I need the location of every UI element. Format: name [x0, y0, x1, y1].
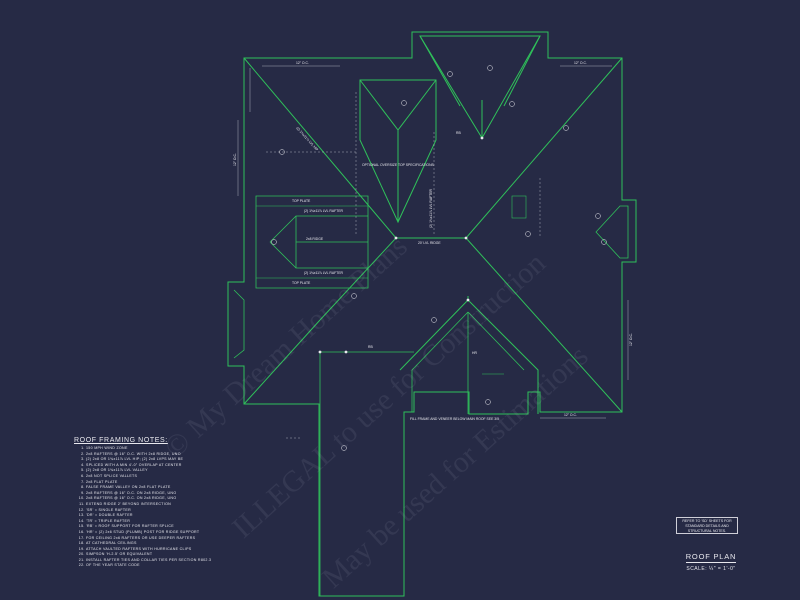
note-item: FOR CEILING 2x6 RAFTERS OR USE DEEPER RA… — [86, 536, 304, 542]
label-lvl-rafter: (2) 1¾x11⅞ LVL RAFTER — [429, 189, 433, 228]
dim-left-side: 12" O.C. — [233, 153, 237, 166]
roof-framing-notes: ROOF FRAMING NOTES: 150 MPH WIND ZONE2x8… — [74, 437, 304, 569]
label-fill-frame: FILL FRAME AND VENEER BELOW MAIN ROOF SE… — [410, 417, 499, 421]
label-rb: RB — [456, 131, 461, 135]
chimney-box — [511, 195, 527, 219]
note-item: 2x8 NOT SPLICE VALLETS — [86, 474, 304, 480]
gable-top-right — [419, 35, 541, 139]
note-item: ATTACH VAULTED RAFTERS WITH HURRICANE CL… — [86, 547, 304, 553]
note-item: 'SR' = SINGLE RAFTER — [86, 508, 304, 514]
note-item: SPLICED WITH A MIN 4'-0" OVERLAP AT CENT… — [86, 463, 304, 469]
note-item: 2x8 RAFTERS @ 16" O.C. ON 2x8 RIDGE, UNO — [86, 496, 304, 502]
note-item: EXTEND RIDGE 2' BEYOND INTERSECTION — [86, 502, 304, 508]
dim-left-top: 12" O.C. — [296, 61, 309, 65]
hip-line — [465, 57, 623, 239]
dim-right-top: 12" O.C. — [574, 61, 587, 65]
note-item: 'DR' = DOUBLE RAFTER — [86, 513, 304, 519]
label-overframe: OPTIONAL OVERSIZE TOP SPECIFICATIONS — [362, 163, 435, 167]
label-rb-2: RB — [368, 345, 373, 349]
hip-line — [465, 237, 623, 413]
dim-right-side: 12" O.C. — [629, 333, 633, 346]
label-top-plate-upper: TOP PLATE — [292, 199, 311, 203]
note-item: SIMPSON 'H-2.5' OR EQUIVALENT — [86, 552, 304, 558]
label-hr: HR — [472, 351, 477, 355]
reference-note: REFER TO 'SD' SHEETS FOR STANDARD DETAIL… — [676, 517, 738, 534]
label-lvl-rafter-upper: (2) 1¾x11⅞ LVL RAFTER — [304, 209, 343, 213]
note-item: 'RB' = ROOF SUPPORT FOR RAFTER SPLICE — [86, 524, 304, 530]
hip-line — [243, 57, 397, 239]
hip-line — [319, 237, 397, 321]
roof-outline — [227, 31, 637, 597]
sheet-title: ROOF PLAN — [685, 552, 737, 563]
note-item: 2x8 FLAT PLATE — [86, 480, 304, 486]
note-item: FALSE FRAME VALLEY ON 2x8 FLAT PLATE — [86, 485, 304, 491]
note-item: 2x8 RAFTERS @ 16" O.C. WITH 2x8 RIDGE, U… — [86, 452, 304, 458]
note-item: 150 MPH WIND ZONE — [86, 446, 304, 452]
notes-list: 150 MPH WIND ZONE2x8 RAFTERS @ 16" O.C. … — [74, 446, 304, 569]
dormer-upper-left — [359, 79, 437, 224]
left-bump — [233, 289, 245, 359]
label-hip: (2) 1¾x11⅞ LVL HIP — [295, 126, 319, 152]
note-item: (2) 2x8 OR 1¾x11⅞ LVL VALLEY — [86, 468, 304, 474]
note-item: 'HR' = (2) 2x6 STUD (PLUMB) POST FOR RID… — [86, 530, 304, 536]
note-item: 'TR' = TRIPLE RAFTER — [86, 519, 304, 525]
right-wing — [595, 205, 629, 259]
title-block: ROOF PLAN SCALE: ¼" = 1'-0" — [680, 546, 742, 572]
notes-title: ROOF FRAMING NOTES: — [74, 437, 168, 444]
label-top-plate-lower: TOP PLATE — [292, 281, 311, 285]
dim-bottom: 12" O.C. — [564, 413, 577, 417]
note-item: 2x8 RAFTERS @ 16" O.C. ON 2x8 RIDGE, UNO — [86, 491, 304, 497]
sheet-scale: SCALE: ¼" = 1'-0" — [686, 566, 736, 572]
label-ridge-small: 2x8 RIDGE — [306, 237, 324, 241]
note-item: INSTALL RAFTER TIES AND COLLAR TIES PER … — [86, 558, 304, 564]
note-item: AT CATHEDRAL CEILINGS — [86, 541, 304, 547]
note-item: (2) 2x8 OR 1¾x11⅞ LVL HIP; (2) 2x8 LVPS … — [86, 457, 304, 463]
label-ridge-main: 20' LVL RIDGE — [418, 241, 441, 245]
left-wing — [255, 195, 369, 289]
label-lvl-rafter-lower: (2) 1¾x11⅞ LVL RAFTER — [304, 271, 343, 275]
hip-line — [243, 319, 321, 405]
note-item: OF THE YEAR STATE CODE — [86, 563, 304, 569]
